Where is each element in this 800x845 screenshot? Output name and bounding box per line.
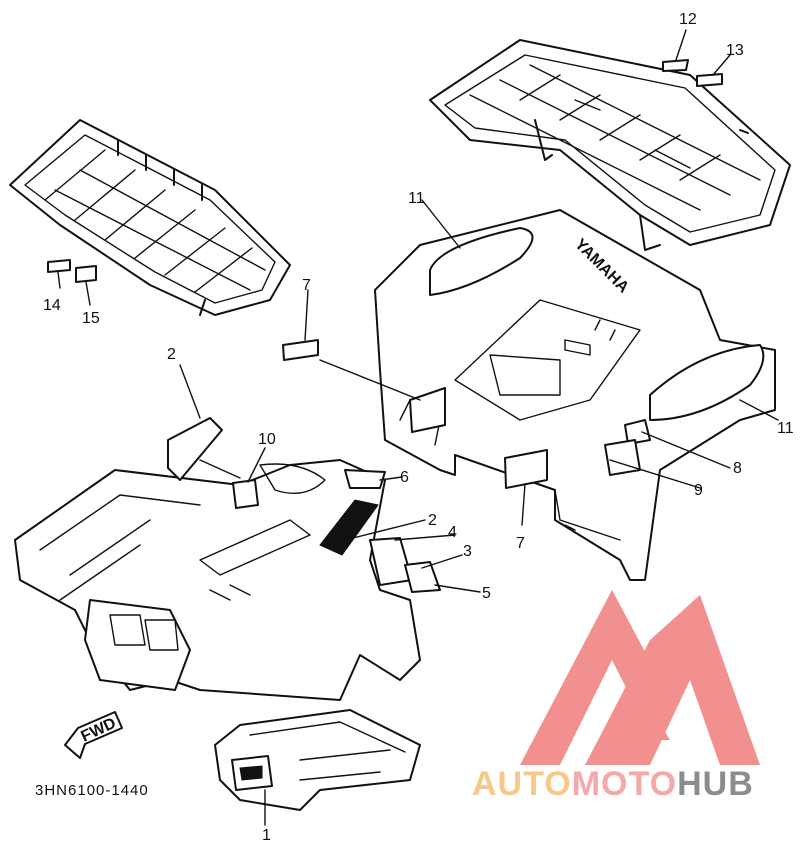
callout-7-top: 7 [302,277,311,294]
leader-lines [57,29,779,826]
decal-12 [662,59,689,72]
decal-6 [344,469,386,489]
logo-triangle-left [520,590,660,765]
front-fender [14,459,421,701]
callout-14: 14 [43,297,61,314]
logo-inner-g [600,690,670,765]
callout-11-right: 11 [777,420,794,437]
callout-1: 1 [262,827,271,844]
callout-numbers: 12 13 11 14 15 7 2 10 6 2 4 3 5 7 9 8 11… [43,11,794,844]
front-carrier-rack [9,119,291,316]
decal-2-left [167,417,223,481]
callout-4: 4 [448,524,457,541]
callout-2-right: 2 [428,512,437,529]
fwd-arrow [64,711,123,759]
decal-9 [604,439,641,476]
callout-13: 13 [726,42,744,59]
watermark-text: AUTOMOTOHUB [472,765,754,803]
rear-fender [374,209,776,581]
decal-10 [232,479,259,509]
callout-7-bottom: 7 [516,535,525,552]
callout-10: 10 [258,431,276,448]
decal-8 [624,419,651,445]
decal-3 [404,561,441,593]
callout-5: 5 [482,585,491,602]
decal-14 [47,259,71,273]
callout-2-top: 2 [167,346,176,363]
callout-11-top: 11 [408,190,425,207]
decal-7-plate [504,449,548,489]
front-panel-1 [214,709,421,811]
callout-12: 12 [679,11,697,28]
callout-9: 9 [694,482,703,499]
watermark-moto: MOTO [572,765,677,803]
part-code: 3HN6100-1440 [35,782,149,799]
decal-15 [75,265,97,283]
decal-2-right [319,499,379,556]
rear-carrier-rack [429,39,791,251]
callout-8: 8 [733,460,742,477]
decal-7-top [282,339,319,361]
watermark-hub: HUB [677,765,754,803]
watermark-auto: AUTO [472,765,572,803]
callout-3: 3 [463,543,472,560]
automotohub-logo [520,590,760,765]
callout-6: 6 [400,469,409,486]
decal-13 [696,73,723,87]
decals [47,59,723,593]
callout-15: 15 [82,310,100,327]
